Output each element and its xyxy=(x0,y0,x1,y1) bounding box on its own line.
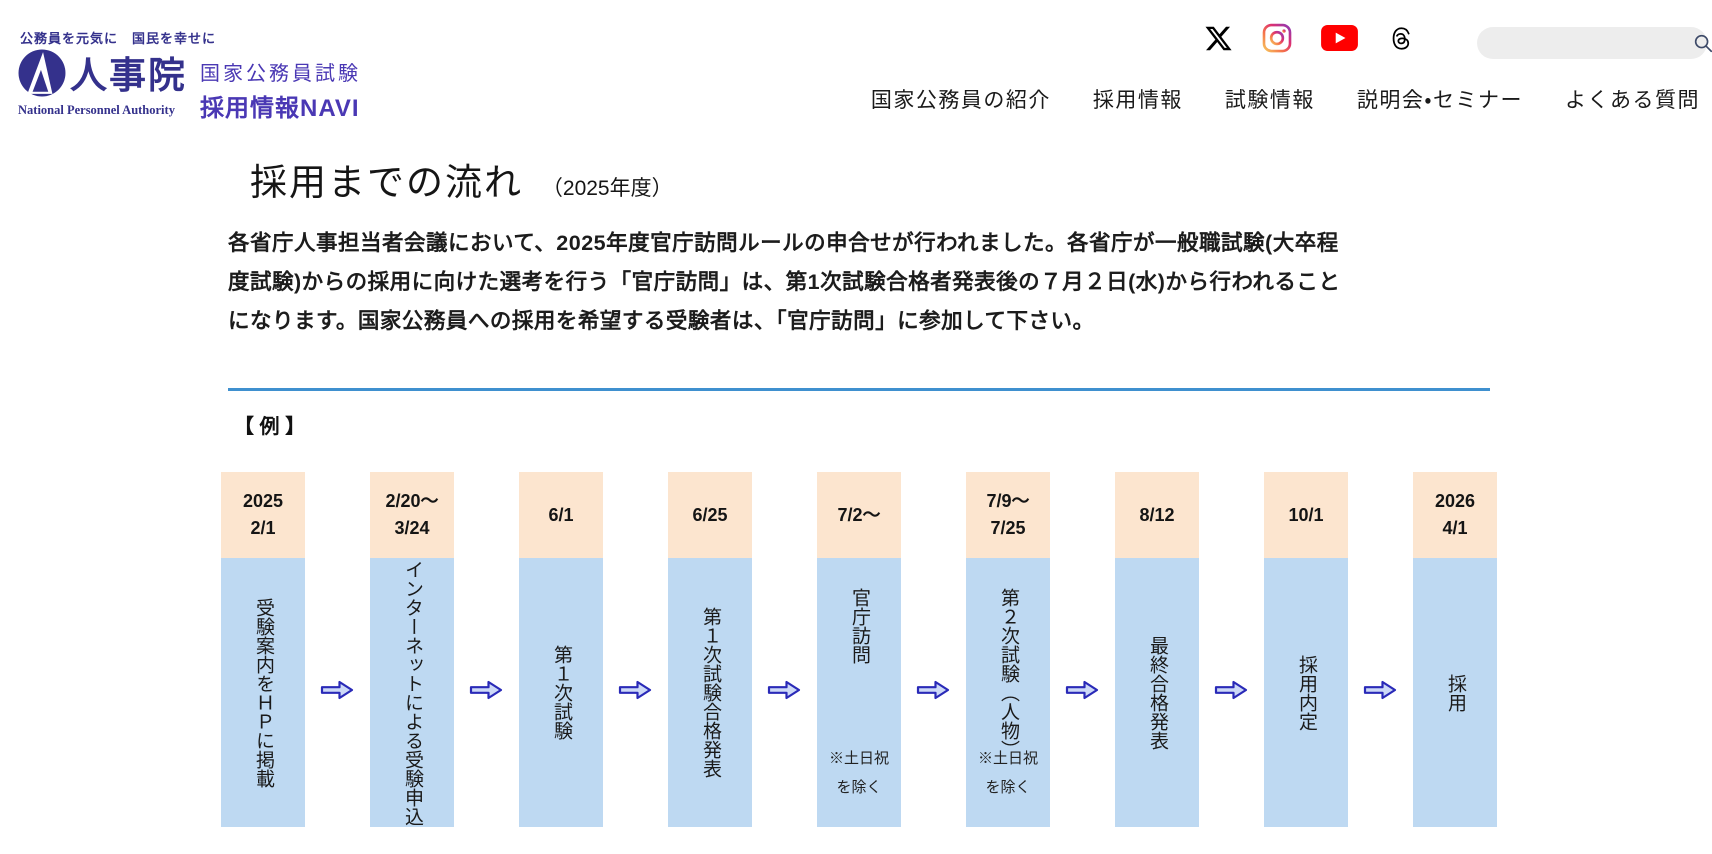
flow-arrow-icon xyxy=(767,679,801,701)
flow-step-note-line: を除く xyxy=(836,779,882,796)
intro-line: 各省庁人事担当者会議において、2025年度官庁訪問ルールの申合せが行われました。… xyxy=(228,231,1339,255)
intro-line: 度試験)からの採用に向けた選考を行う「官庁訪問」は、第1次試験合格者発表後の７月… xyxy=(228,270,1341,294)
flow-step-note-line: ※土日祝 xyxy=(977,750,1038,767)
threads-icon[interactable] xyxy=(1387,26,1412,51)
flow-step-label: インターネットによる受験申込 xyxy=(401,559,424,826)
flow-step-label: 第２次試験（人物） xyxy=(997,588,1020,759)
npa-logo-text: 人事院 xyxy=(70,55,187,96)
flow-step: 最終合格発表 xyxy=(1115,558,1199,827)
flow-step: 採用内定 xyxy=(1264,558,1348,827)
intro-paragraph: 各省庁人事担当者会議において、2025年度官庁訪問ルールの申合せが行われました。… xyxy=(228,224,1496,341)
flow-step-date: 7/2～ xyxy=(817,472,901,558)
flow-step-date-line: 6/25 xyxy=(692,504,728,525)
youtube-icon[interactable] xyxy=(1321,25,1358,51)
nav-item-seminar[interactable]: 説明会・セミナー xyxy=(1356,89,1523,112)
flow-step-date-line: 2026 xyxy=(1434,491,1476,511)
flow-step-label: 受験案内をＨＰに掲載 xyxy=(252,597,275,788)
flow-step-label: 第１次試験 xyxy=(550,645,573,740)
flow-step-date: 10/1 xyxy=(1264,472,1348,558)
nav-item-civil-servant-intro[interactable]: 国家公務員の紹介 xyxy=(870,89,1051,112)
nav-item-recruit-info[interactable]: 採用情報 xyxy=(1092,89,1183,112)
site-title-line2: 採用情報NAVI xyxy=(200,95,360,122)
flow-step-date: 2026 4/1 xyxy=(1413,472,1497,558)
flow-arrow-icon xyxy=(1363,679,1397,701)
flow-step-date-line: 10/1 xyxy=(1288,504,1324,525)
site-title[interactable]: 国家公務員試験 採用情報NAVI xyxy=(200,57,361,123)
flow-step-date: 2025 2/1 xyxy=(221,472,305,558)
flow-step-date-line: 7/2～ xyxy=(837,504,881,525)
flow-step-note-line: を除く xyxy=(985,779,1031,796)
page-title-year: （2025年度） xyxy=(541,177,673,200)
example-label: 【 例 】 xyxy=(234,416,306,438)
flow-step-date: 2/20～ 3/24 xyxy=(370,472,454,558)
flow-step-date: 7/9～ 7/25 xyxy=(966,472,1050,558)
flow-arrow-icon xyxy=(469,679,503,701)
site-title-line1: 国家公務員試験 xyxy=(200,63,361,85)
main-nav: 国家公務員の紹介 採用情報 試験情報 説明会・セミナー よくある質問 xyxy=(871,84,1700,114)
brand-tagline: 公務員を元気に 国民を幸せに xyxy=(20,31,217,46)
x-icon[interactable] xyxy=(1204,24,1233,53)
flow-step: 受験案内をＨＰに掲載 xyxy=(221,558,305,827)
flow-step-date-line: 4/1 xyxy=(1442,518,1468,538)
flow-arrow-icon xyxy=(1214,679,1248,701)
flow-step-note: ※土日祝を除く xyxy=(817,744,901,802)
page-title-text: 採用までの流れ xyxy=(250,162,523,203)
flow-step-date: 6/1 xyxy=(519,472,603,558)
social-links xyxy=(1204,22,1412,54)
flow-arrow-icon xyxy=(618,679,652,701)
flow-step-date: 6/25 xyxy=(668,472,752,558)
npa-logo-mark-icon xyxy=(18,49,66,102)
flow-step-date: 8/12 xyxy=(1115,472,1199,558)
search-box[interactable] xyxy=(1477,27,1712,59)
nav-item-faq[interactable]: よくある質問 xyxy=(1565,89,1700,112)
flow-step: 採用 xyxy=(1413,558,1497,827)
nav-item-exam-info[interactable]: 試験情報 xyxy=(1224,89,1315,112)
flow-step-label: 最終合格発表 xyxy=(1146,635,1169,750)
flow-step-label: 第１次試験合格発表 xyxy=(699,607,722,778)
flow-arrow-icon xyxy=(1065,679,1099,701)
section-divider xyxy=(228,388,1490,391)
flow-step-date-line: 7/9～ xyxy=(986,491,1030,511)
npa-logo[interactable]: 公務員を元気に 国民を幸せに 人事院 National Personnel Au… xyxy=(18,28,216,118)
flow-step-label: 官庁訪問 xyxy=(848,588,871,664)
instagram-icon[interactable] xyxy=(1262,23,1292,53)
flow-step: 官庁訪問 ※土日祝を除く xyxy=(817,558,901,827)
flow-step-date-line: 7/25 xyxy=(990,518,1026,538)
flow-step-date-line: 8/12 xyxy=(1139,504,1175,525)
flow-step-label: 採用内定 xyxy=(1295,654,1318,731)
page-title: 採用までの流れ （2025年度） xyxy=(250,152,673,206)
flow-step-label: 採用 xyxy=(1444,673,1467,712)
flow-step-note: ※土日祝を除く xyxy=(966,744,1050,802)
flow-step: 第１次試験合格発表 xyxy=(668,558,752,827)
flow-step-note-line: ※土日祝 xyxy=(828,750,889,767)
search-input[interactable] xyxy=(1493,27,1692,59)
npa-logo-subtext: National Personnel Authority xyxy=(18,103,175,117)
flow-step-date-line: 2025 xyxy=(242,491,284,511)
search-icon[interactable] xyxy=(1692,32,1712,54)
flow-step: 第２次試験（人物）※土日祝を除く xyxy=(966,558,1050,827)
flow-step: 第１次試験 xyxy=(519,558,603,827)
flow-arrow-icon xyxy=(916,679,950,701)
flow-arrow-icon xyxy=(320,679,354,701)
flow-step-date-line: 3/24 xyxy=(394,518,430,538)
flow-step-date-line: 2/1 xyxy=(250,518,276,538)
intro-line: になります。国家公務員への採用を希望する受験者は、「官庁訪問」に参加して下さい。 xyxy=(228,309,1095,333)
flow-step-date-line: 2/20～ xyxy=(385,491,439,511)
flow-step: インターネットによる受験申込 xyxy=(370,558,454,827)
flow-step-date-line: 6/1 xyxy=(548,504,574,525)
